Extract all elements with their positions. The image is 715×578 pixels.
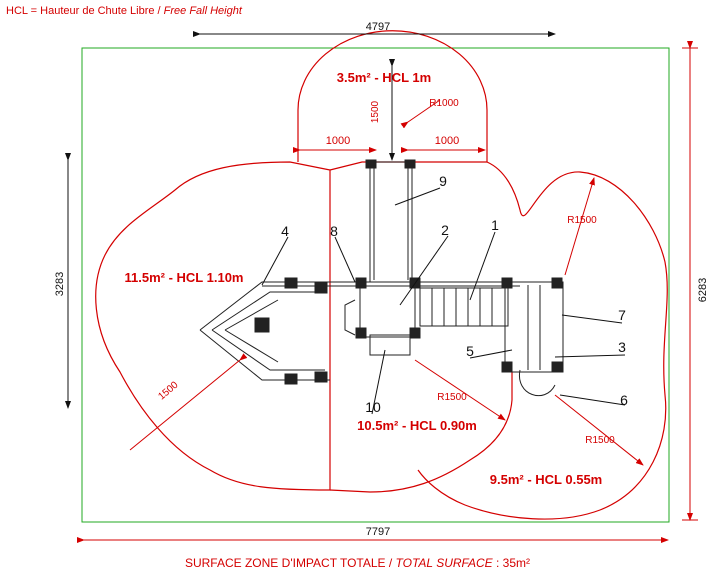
callout-9: 9 — [439, 173, 447, 189]
caption-en: Free Fall Height — [163, 5, 242, 17]
play-structure — [199, 159, 564, 397]
red-dimension-lines — [77, 41, 698, 543]
callout-leaders — [261, 187, 626, 415]
structure-left-post — [254, 317, 270, 333]
callout-3: 3 — [618, 339, 626, 355]
dim-r-right-bottom-line — [554, 394, 644, 466]
dim-r-center: R1500 — [437, 392, 467, 403]
callout-6: 6 — [620, 392, 628, 408]
structure-bridge — [419, 287, 509, 327]
total-surface-caption: SURFACE ZONE D'IMPACT TOTALE / TOTAL SUR… — [0, 556, 715, 570]
caption-fr: HCL = Hauteur de Chute Libre / — [6, 5, 164, 17]
structure-slide — [519, 369, 556, 397]
zone-center-outline — [329, 372, 513, 493]
dim-top-width: 4797 — [366, 21, 390, 33]
zone-left-label: 11.5m² - HCL 1.10m — [125, 270, 244, 285]
callout-8: 8 — [330, 223, 338, 239]
free-fall-caption: HCL = Hauteur de Chute Libre / Free Fall… — [6, 5, 242, 17]
zone-left-outline — [95, 161, 331, 491]
dim-left-radius-line — [129, 353, 248, 451]
dim-left-offset: 1000 — [326, 135, 350, 147]
callout-4: 4 — [281, 223, 289, 239]
zone-right-outline — [417, 161, 668, 520]
dim-r-top: R1000 — [429, 98, 459, 109]
footer-en: TOTAL SURFACE — [395, 556, 493, 570]
dim-top-height: 1500 — [370, 100, 381, 123]
dimension-lines — [65, 31, 556, 409]
dim-right-height: 6283 — [697, 278, 709, 302]
zone-center-label: 10.5m² - HCL 0.90m — [357, 418, 477, 433]
zone-top-label: 3.5m² - HCL 1m — [337, 70, 431, 85]
callout-5: 5 — [466, 343, 474, 359]
callout-10: 10 — [365, 399, 381, 415]
callout-7: 7 — [618, 307, 626, 323]
dim-r-center-line — [414, 359, 506, 421]
dim-r-right-top: R1500 — [567, 215, 597, 226]
callout-1: 1 — [491, 217, 499, 233]
structure-top-ladder — [369, 161, 413, 283]
zone-top-outline — [297, 30, 488, 162]
callout-2: 2 — [441, 222, 449, 238]
dim-r-right-bottom: R1500 — [585, 435, 615, 446]
dim-left-radius: 1500 — [156, 379, 180, 402]
footer-value: : 35m² — [492, 556, 531, 570]
zone-right-label: 9.5m² - HCL 0.55m — [490, 472, 602, 487]
structure-central-tower — [359, 281, 416, 338]
footer-fr: SURFACE ZONE D'IMPACT TOTALE / — [184, 556, 396, 570]
impact-zone-outlines — [95, 30, 668, 520]
frame-outline — [81, 47, 670, 523]
dim-right-offset: 1000 — [435, 135, 459, 147]
dim-r-top-line — [400, 99, 441, 129]
dim-left-height: 3283 — [54, 272, 66, 296]
dim-overall-width: 7797 — [366, 526, 390, 538]
structure-right-tower — [504, 281, 564, 373]
dim-r-right-top-line — [564, 177, 595, 276]
